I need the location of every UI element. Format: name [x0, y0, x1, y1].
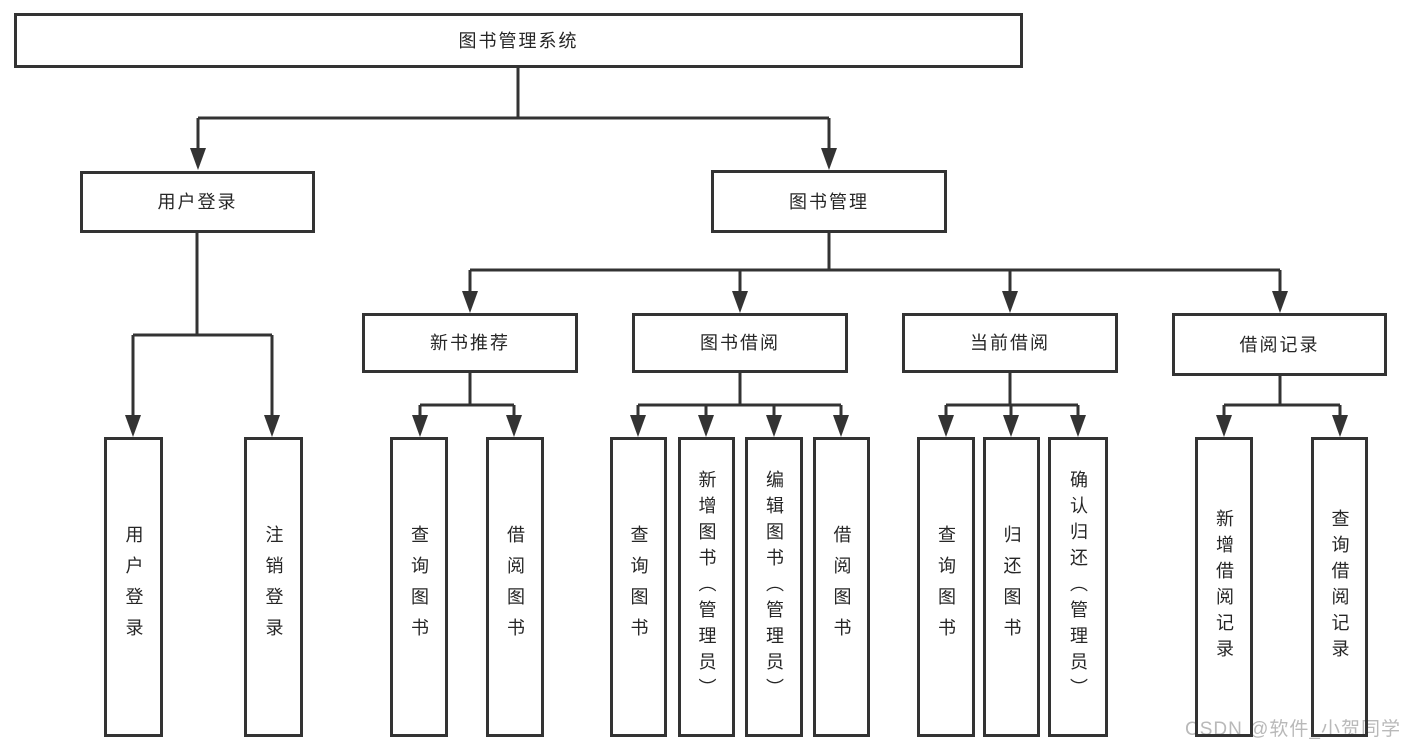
- node-leaf-query-book-1: 查询图书: [390, 437, 448, 737]
- node-leaf-add-borrow-record-label: 新增借阅记录: [1214, 509, 1234, 665]
- node-leaf-user-login: 用户登录: [104, 437, 163, 737]
- node-leaf-borrow-book-1-label: 借阅图书: [505, 525, 525, 649]
- node-leaf-logout: 注销登录: [244, 437, 303, 737]
- node-leaf-add-book-admin-label: 新增图书（管理员）: [696, 470, 717, 704]
- node-leaf-edit-book-admin-label: 编辑图书（管理员）: [764, 470, 784, 704]
- node-leaf-confirm-return-admin: 确认归还（管理员）: [1048, 437, 1108, 737]
- node-leaf-logout-label: 注销登录: [263, 525, 284, 649]
- node-leaf-borrow-book-2-label: 借阅图书: [831, 525, 852, 649]
- node-user-login-label: 用户登录: [157, 192, 238, 212]
- node-current-borrowing-label: 当前借阅: [970, 333, 1050, 353]
- csdn-watermark: CSDN @软件_小贺同学: [1185, 719, 1401, 740]
- node-leaf-return-book-label: 归还图书: [1001, 525, 1022, 649]
- node-book-borrowing: 图书借阅: [632, 313, 848, 373]
- node-leaf-query-borrow-record: 查询借阅记录: [1311, 437, 1368, 737]
- node-leaf-add-book-admin: 新增图书（管理员）: [678, 437, 735, 737]
- node-user-login: 用户登录: [80, 171, 315, 233]
- node-leaf-user-login-label: 用户登录: [123, 525, 144, 649]
- node-leaf-query-book-3: 查询图书: [917, 437, 975, 737]
- node-book-management-label: 图书管理: [789, 191, 869, 212]
- node-borrowing-records-label: 借阅记录: [1239, 334, 1320, 355]
- node-root-label: 图书管理系统: [458, 30, 579, 51]
- node-new-book-recommend-label: 新书推荐: [430, 333, 510, 353]
- node-leaf-borrow-book-2: 借阅图书: [813, 437, 870, 737]
- node-leaf-return-book: 归还图书: [983, 437, 1040, 737]
- node-leaf-borrow-book-1: 借阅图书: [486, 437, 544, 737]
- node-current-borrowing: 当前借阅: [902, 313, 1118, 373]
- node-borrowing-records: 借阅记录: [1172, 313, 1387, 376]
- node-book-management: 图书管理: [711, 170, 947, 233]
- node-leaf-edit-book-admin: 编辑图书（管理员）: [745, 437, 803, 737]
- node-new-book-recommend: 新书推荐: [362, 313, 578, 373]
- node-leaf-query-book-2-label: 查询图书: [628, 525, 649, 649]
- node-leaf-confirm-return-admin-label: 确认归还（管理员）: [1068, 470, 1088, 704]
- node-leaf-query-book-2: 查询图书: [610, 437, 667, 737]
- node-leaf-query-borrow-record-label: 查询借阅记录: [1329, 509, 1350, 665]
- node-leaf-query-book-1-label: 查询图书: [409, 525, 429, 649]
- node-book-borrowing-label: 图书借阅: [700, 333, 780, 353]
- node-leaf-query-book-3-label: 查询图书: [936, 525, 956, 649]
- node-leaf-add-borrow-record: 新增借阅记录: [1195, 437, 1253, 737]
- node-root: 图书管理系统: [14, 13, 1023, 68]
